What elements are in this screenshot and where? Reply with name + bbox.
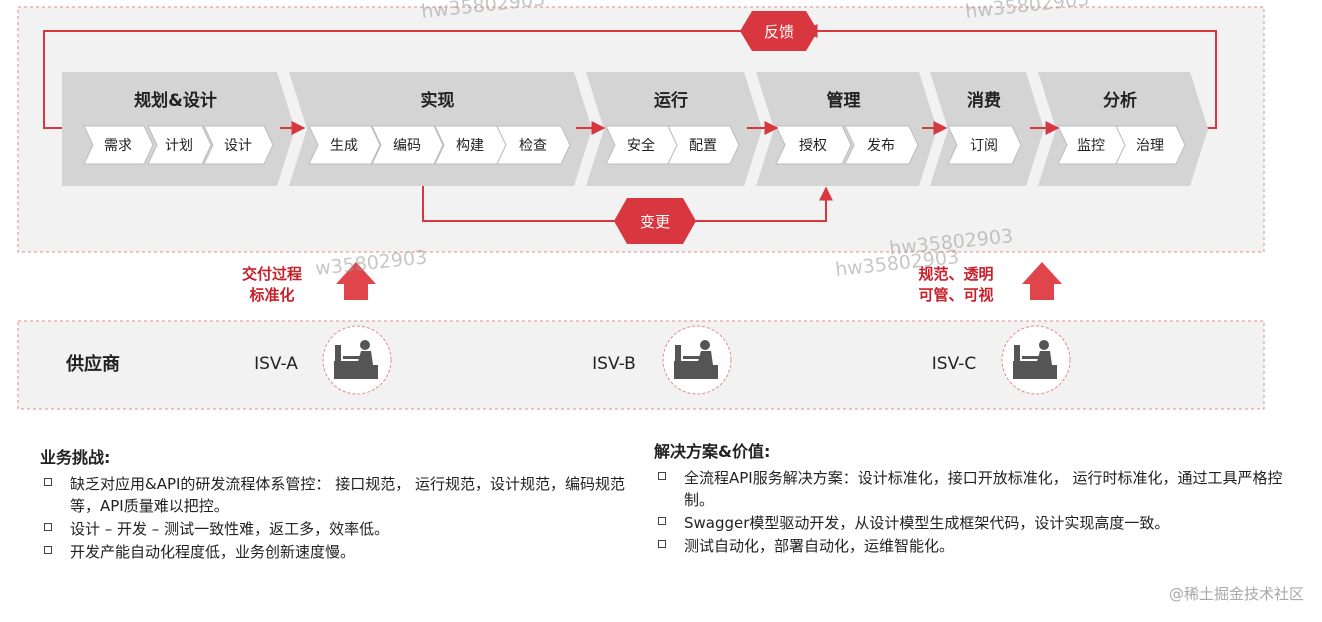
- sub-step-label: 计划: [165, 138, 193, 154]
- sub-step-chevron: [1115, 125, 1186, 165]
- sub-step-label: 编码: [393, 138, 421, 154]
- sub-step: 安全: [605, 125, 678, 165]
- square-bullet-icon: [658, 540, 666, 548]
- sub-step: 需求: [83, 125, 154, 165]
- sub-step-label: 设计: [224, 138, 252, 154]
- left-up-arrow-icon: [336, 262, 376, 300]
- sub-step-chevron: [775, 125, 852, 165]
- supplier-label: 供应商: [65, 353, 120, 375]
- right-up-arrow-icon: [1022, 262, 1062, 300]
- square-bullet-icon: [44, 523, 52, 531]
- solutions-and-value: 解决方案&价值: 全流程API服务解决方案：设计标准化，接口开放标准化， 运行时…: [654, 441, 1294, 558]
- isv-label: ISV-A: [254, 354, 298, 374]
- change-label: 变更: [640, 213, 670, 231]
- sub-step: 配置: [667, 125, 740, 165]
- challenges-title: 业务挑战:: [40, 448, 111, 467]
- square-bullet-icon: [658, 517, 666, 525]
- sub-step: 监控: [1057, 125, 1126, 165]
- sub-step-chevron: [496, 125, 571, 165]
- solution-item: Swagger模型驱动开发，从设计模型生成框架代码，设计实现高度一致。: [654, 512, 1294, 534]
- feedback-label: 反馈: [764, 23, 794, 41]
- isv-2: ISV-B: [592, 325, 732, 395]
- isv-3: ISV-C: [932, 325, 1071, 395]
- square-bullet-icon: [44, 478, 52, 486]
- sub-step-chevron: [947, 125, 1022, 165]
- isv-list: ISV-A ISV-B ISV-C: [254, 325, 1071, 395]
- stage-title: 管理: [827, 90, 861, 111]
- stage-title: 运行: [654, 90, 688, 111]
- sub-step-chevron: [844, 125, 919, 165]
- sub-step-label: 发布: [867, 138, 895, 154]
- sub-step-label: 需求: [104, 138, 132, 154]
- sub-step-label: 治理: [1136, 138, 1164, 154]
- sub-step-label: 安全: [627, 137, 655, 154]
- sub-step-label: 生成: [330, 138, 358, 154]
- supplier-panel: [17, 320, 1265, 410]
- stage-title: 消费: [967, 90, 1001, 111]
- sub-step: 授权: [775, 125, 852, 165]
- isv-1: ISV-A: [254, 325, 392, 395]
- sub-step: 检查: [496, 125, 571, 165]
- stages: 规划&设计需求计划设计实现生成编码构建检查运行安全配置管理授权发布消费订阅分析监…: [62, 72, 1208, 186]
- stage-title: 实现: [421, 90, 455, 111]
- sub-step: 生成: [308, 125, 381, 165]
- developer-at-desk-icon: [674, 340, 718, 379]
- sub-step-label: 构建: [456, 138, 484, 154]
- sub-step-chevron: [147, 125, 212, 165]
- change-badge: 变更: [614, 198, 696, 244]
- solutions-title: 解决方案&价值:: [654, 442, 771, 461]
- sub-step-label: 检查: [519, 138, 547, 154]
- sub-step-label: 配置: [689, 138, 717, 154]
- solution-item: 测试自动化，部署自动化，运维智能化。: [654, 535, 1294, 557]
- sub-step: 发布: [844, 125, 919, 165]
- footer-credit: @稀土掘金技术社区: [1168, 585, 1304, 603]
- challenge-item: 设计 – 开发 – 测试一致性难，返工多，效率低。: [40, 518, 640, 540]
- feedback-badge: 反馈: [740, 11, 818, 51]
- isv-circle: [322, 325, 392, 395]
- isv-circle: [1001, 325, 1071, 395]
- stage-title: 规划&设计: [134, 90, 217, 111]
- sub-step: 治理: [1115, 125, 1186, 165]
- sub-step-label: 订阅: [970, 138, 998, 154]
- sub-step: 计划: [147, 125, 212, 165]
- sub-step-chevron: [83, 125, 154, 165]
- challenge-item: 缺乏对应用&API的研发流程体系管控： 接口规范， 运行规范，设计规范，编码规范…: [40, 473, 640, 517]
- left-callout-line1: 交付过程: [242, 265, 302, 283]
- sub-step-label: 监控: [1077, 138, 1105, 154]
- stage-title: 分析: [1103, 90, 1137, 111]
- solution-item: 全流程API服务解决方案：设计标准化，接口开放标准化， 运行时标准化，通过工具严…: [654, 467, 1294, 511]
- square-bullet-icon: [44, 546, 52, 554]
- sub-step: 设计: [203, 125, 274, 165]
- sub-step-chevron: [667, 125, 740, 165]
- left-callout-line2: 标准化: [248, 286, 294, 304]
- sub-step-chevron: [308, 125, 381, 165]
- developer-at-desk-icon: [1013, 340, 1057, 379]
- isv-circle: [662, 325, 732, 395]
- sub-step-chevron: [371, 125, 444, 165]
- sub-step: 编码: [371, 125, 444, 165]
- sub-step: 订阅: [947, 125, 1022, 165]
- sub-step: 构建: [434, 125, 507, 165]
- sub-step-chevron: [203, 125, 274, 165]
- developer-at-desk-icon: [334, 340, 378, 379]
- challenge-item: 开发产能自动化程度低，业务创新速度慢。: [40, 541, 640, 563]
- square-bullet-icon: [658, 472, 666, 480]
- sub-step-label: 授权: [799, 138, 827, 154]
- isv-label: ISV-C: [932, 354, 976, 374]
- business-challenges: 业务挑战: 缺乏对应用&API的研发流程体系管控： 接口规范， 运行规范，设计规…: [40, 447, 640, 564]
- right-callout-line2: 可管、可视: [918, 286, 993, 304]
- isv-label: ISV-B: [592, 354, 636, 374]
- right-callout-line1: 规范、透明: [918, 265, 993, 283]
